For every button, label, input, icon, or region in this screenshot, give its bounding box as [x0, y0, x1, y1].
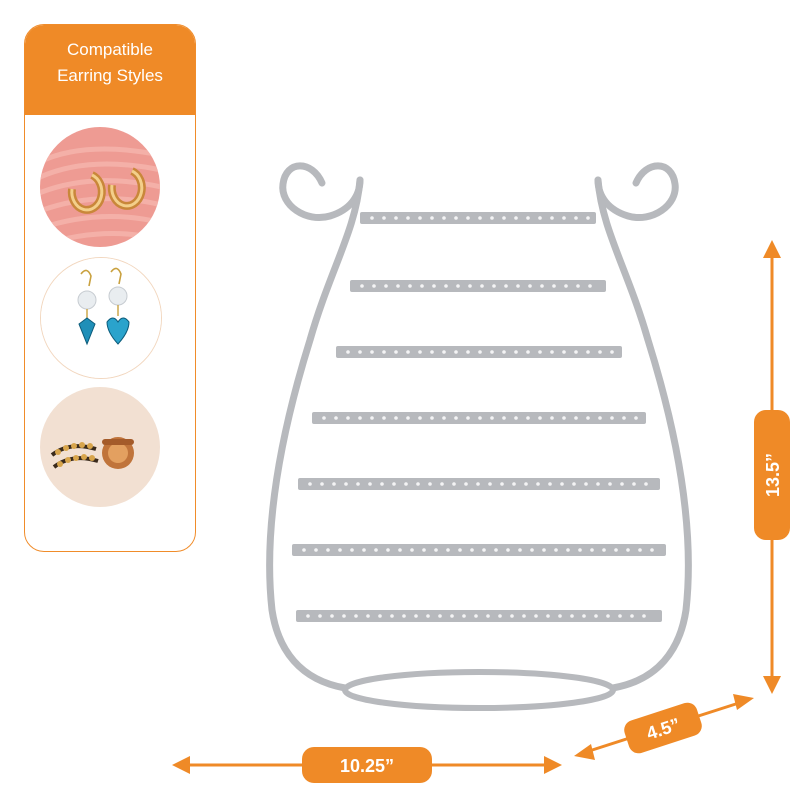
panel-title-line1: Compatible: [67, 40, 153, 59]
height-dimension: 13.5”: [754, 240, 790, 694]
ear-cuffs-image: [40, 387, 160, 507]
dangle-earrings-image: [40, 257, 162, 379]
earring-bars: [292, 212, 666, 622]
panel-header: Compatible Earring Styles: [25, 25, 195, 115]
compatible-styles-panel: Compatible Earring Styles: [24, 24, 196, 552]
width-dimension: 10.25”: [172, 747, 562, 783]
arrow-right-icon: [544, 756, 562, 774]
arrow-down-icon: [763, 676, 781, 694]
width-badge: [302, 747, 432, 783]
width-label: 10.25”: [340, 756, 394, 776]
arrow-down-left-icon: [574, 744, 595, 760]
height-badge: [754, 410, 790, 540]
arrow-left-icon: [172, 756, 190, 774]
arrow-up-right-icon: [733, 694, 754, 710]
harp-stand: [266, 162, 692, 711]
arrow-up-icon: [763, 240, 781, 258]
panel-title-line2: Earring Styles: [57, 66, 163, 85]
height-label: 13.5”: [763, 453, 783, 497]
depth-badge: [624, 702, 702, 754]
depth-dimension: 4.5”: [574, 694, 754, 760]
